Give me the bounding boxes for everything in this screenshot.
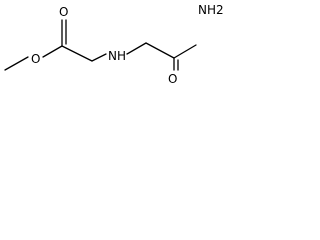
carbonyl-oxygen-ester-label: O	[59, 5, 68, 19]
bond-ch2-to-amine-nitrogen	[91, 53, 107, 62]
bond-ester-oxygen-to-carbonyl-carbon	[42, 45, 63, 58]
amine-nitrogen-label: NH	[108, 49, 126, 63]
methyl-glycinamide-structure: O O NH NH2 O	[4, 3, 224, 85]
bond-ch2-to-amide-carbon	[145, 42, 175, 59]
bond-methyl-to-ester-oxygen	[4, 56, 29, 71]
amide-nitrogen-label: NH2	[198, 3, 224, 17]
ester-oxygen-label: O	[31, 52, 40, 66]
bond-amide-carbon-to-amide-nitrogen	[173, 44, 197, 59]
bond-carbonyl-carbon-to-ch2	[61, 45, 93, 62]
bond-amine-nitrogen-to-ch2	[126, 42, 147, 55]
amide-oxygen-label: O	[168, 72, 177, 85]
